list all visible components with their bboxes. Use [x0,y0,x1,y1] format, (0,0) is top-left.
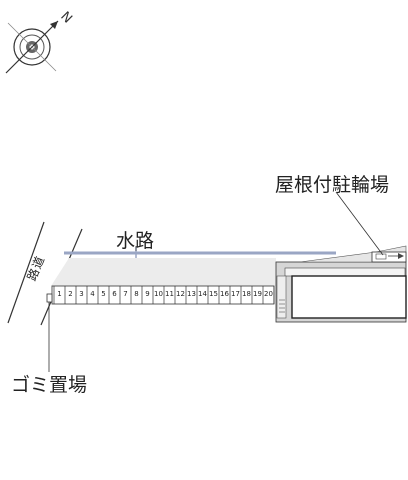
garbage-marker [46,293,53,303]
label-waterway: 水路 [116,230,155,252]
parking-slot-number: 8 [134,290,138,298]
parking-slot-number: 11 [165,290,174,298]
parking-slot-number: 19 [253,290,262,298]
parking-slot-number: 20 [264,290,273,298]
parking-slot-number: 16 [220,290,229,298]
parking-slot-number: 5 [101,290,105,298]
compass-icon: N [5,9,75,74]
bike-parking-leader [335,191,384,256]
parking-slot-number: 17 [231,290,240,298]
label-roof-bike-parking: 屋根付駐輪場 [275,174,390,196]
parking-slot-number: 14 [198,290,207,298]
compass-north-letter: N [57,9,74,26]
parking-slot-number: 13 [187,290,196,298]
road-edge-left [7,221,45,324]
parking-slot-number: 12 [176,290,185,298]
parking-slot-number: 15 [209,290,218,298]
building [275,261,407,323]
parking-slot-number: 9 [145,290,149,298]
parking-slot-number: 1 [57,290,61,298]
parking-slot-number: 2 [68,290,72,298]
label-garbage: ゴミ置場 [11,374,88,396]
parking-slot-number: 3 [79,290,83,298]
parking-slot-number: 18 [242,290,251,298]
parking-slot-number: 4 [90,290,95,298]
lot-area [51,258,276,286]
parking-slot-number: 10 [154,290,163,298]
parking-slot-number: 6 [112,290,117,298]
bike-parking-icon [276,245,407,263]
parking-slot-number: 7 [123,290,127,298]
